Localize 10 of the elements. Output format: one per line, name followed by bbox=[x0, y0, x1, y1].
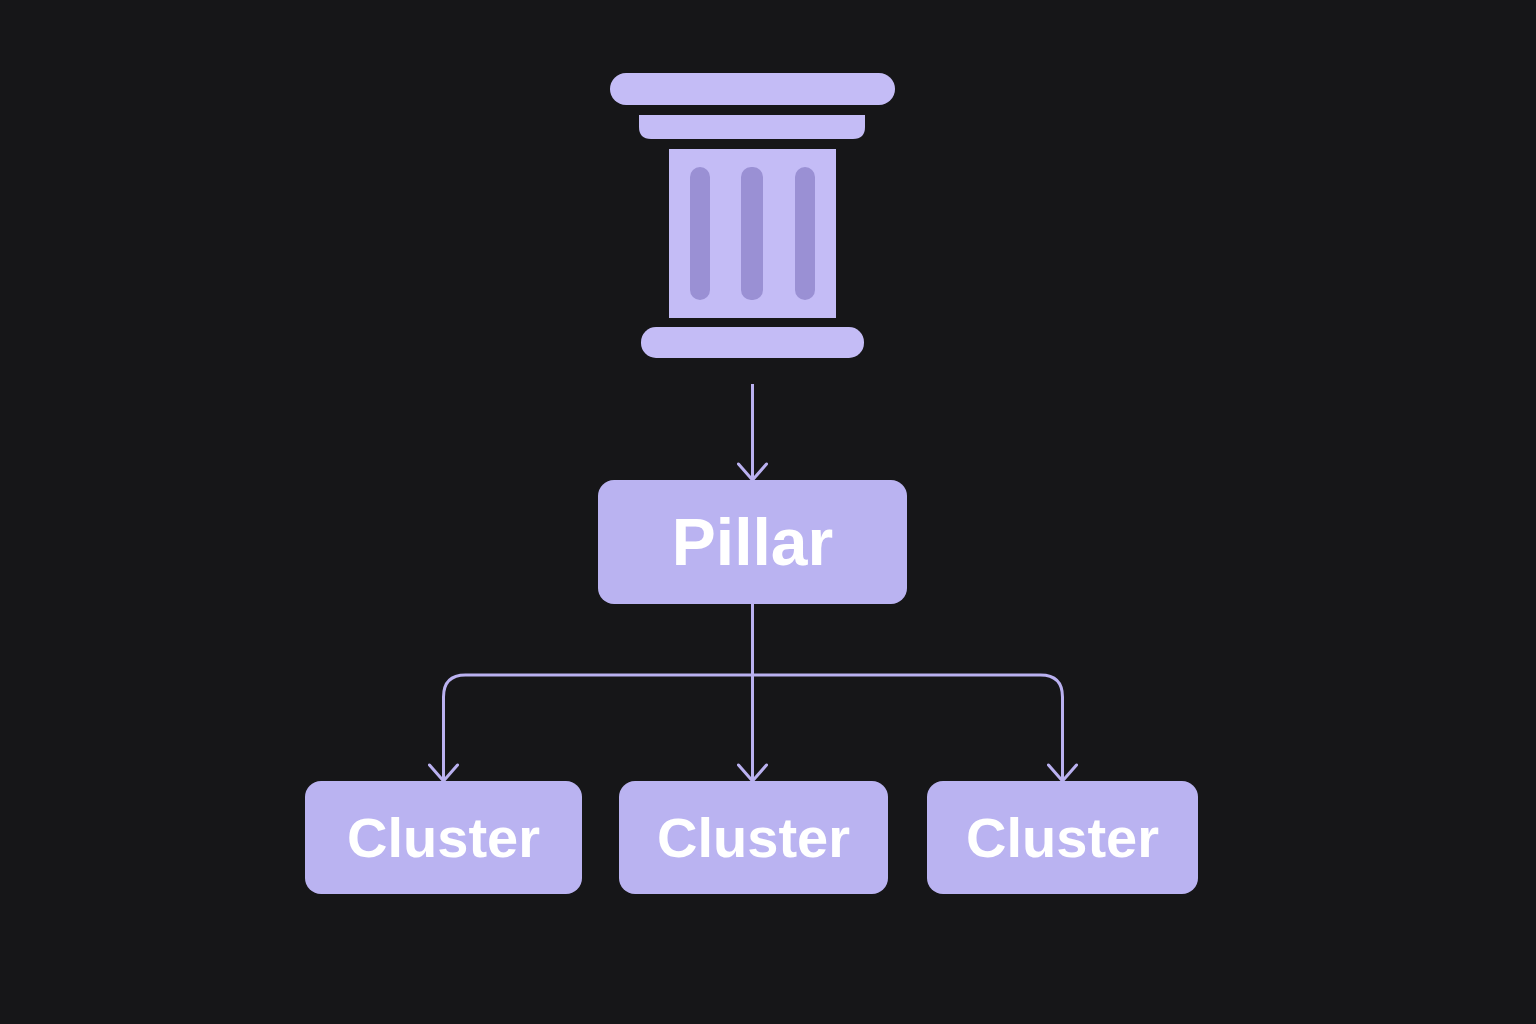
arrow bbox=[751, 604, 1078, 783]
box-label: Pillar bbox=[671, 505, 834, 579]
process-box bbox=[927, 781, 1198, 894]
box-label: Cluster bbox=[347, 806, 540, 869]
box-label: Cluster bbox=[966, 806, 1159, 869]
box-label: Cluster bbox=[657, 806, 850, 869]
process-box bbox=[619, 781, 888, 894]
process-box bbox=[598, 480, 907, 604]
process-box bbox=[305, 781, 582, 894]
arrow bbox=[737, 384, 768, 482]
